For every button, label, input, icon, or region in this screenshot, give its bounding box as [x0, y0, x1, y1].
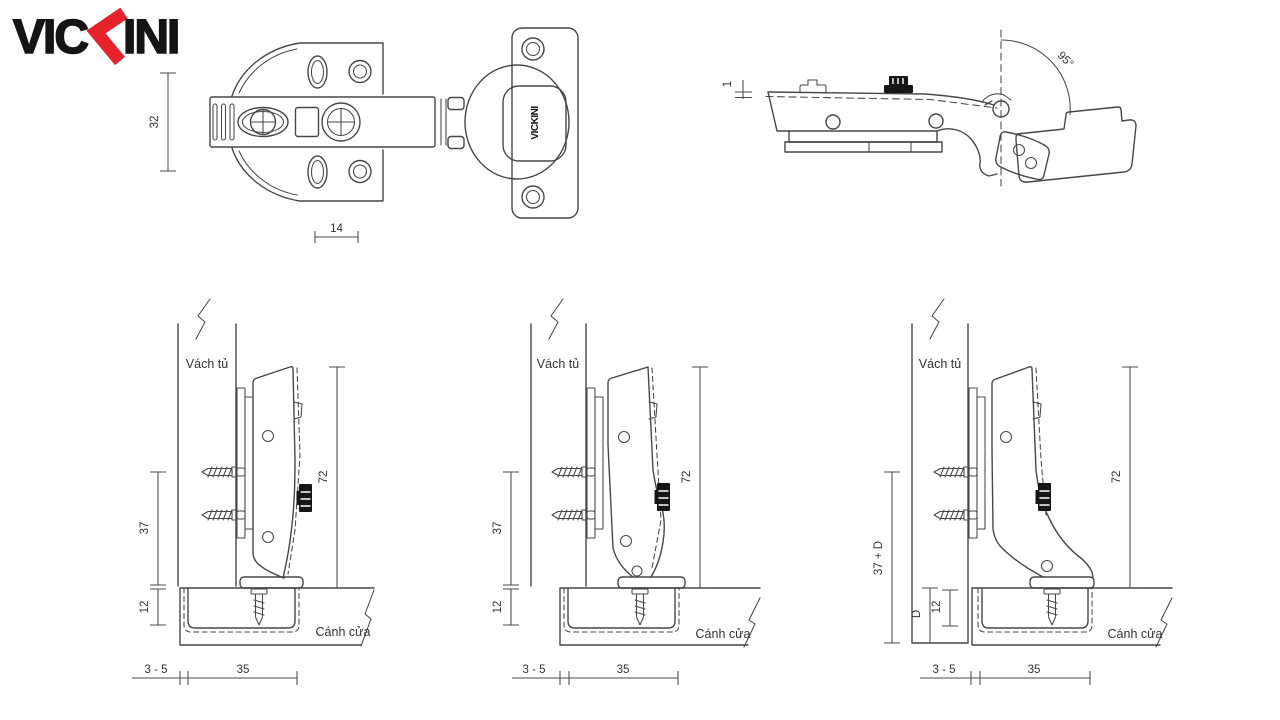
dim-72-label: 72 — [681, 471, 693, 484]
dim-screw-distance: 37 + D — [873, 471, 900, 644]
dim-plate-pitch: 32 — [149, 72, 176, 172]
dim-cup-depth: 12 — [139, 588, 166, 626]
logo-k-mark — [86, 7, 128, 66]
hinge-cup-section — [977, 587, 1093, 633]
dim-37-label: 37 — [492, 522, 504, 535]
mounting-plate-section — [968, 387, 986, 539]
door-panel-section: Cánh cửa — [971, 587, 1173, 648]
hinge-body-side — [765, 76, 1012, 177]
dim-35-label: 35 — [617, 664, 630, 676]
height-adjust-screw — [295, 483, 313, 513]
cup-screw — [631, 588, 649, 626]
logo-text-pre: VIC — [12, 11, 90, 65]
open-door-panel — [1015, 106, 1137, 183]
dim-cup-depth: 12 — [492, 588, 519, 626]
wall-screw — [551, 509, 596, 521]
dim-14-label: 14 — [330, 223, 343, 235]
hinge-arm-section — [991, 366, 1095, 589]
hinge-cup: VICKINI — [464, 27, 579, 219]
door-panel-section: Cánh cửa — [179, 587, 375, 647]
top-view: VICKINI 32 14 — [149, 27, 579, 243]
wall-label: Vách tủ — [919, 357, 961, 371]
wall-screw — [201, 509, 246, 521]
cup-screw — [250, 588, 268, 626]
door-label: Cánh cửa — [696, 627, 751, 641]
dim-12-label: 12 — [139, 601, 151, 614]
hinge-arm — [209, 96, 465, 150]
mounting-plate-section — [586, 387, 604, 539]
dim-cup-depth: 12 — [931, 589, 958, 627]
dim-12-label: 12 — [931, 601, 943, 614]
dim-arm-offset: 14 — [314, 223, 359, 243]
height-adjust-screw — [1034, 482, 1052, 512]
wall-screw — [201, 466, 246, 478]
cabinet-wall-panel: Vách tủ — [911, 298, 969, 644]
door-panel-section: Cánh cửa — [559, 587, 761, 648]
adjusting-screw-side — [884, 76, 913, 93]
hinge-cup-section — [563, 587, 680, 633]
dim-gap-label: 3 - 5 — [144, 664, 167, 676]
door-bracket-side — [995, 131, 1050, 181]
angle-95-label: 95° — [1055, 49, 1076, 70]
cup-stamp-text: VICKINI — [530, 106, 541, 140]
hinge-cup-section — [183, 587, 300, 633]
dim-inset-depth: D — [911, 587, 938, 644]
dim-hinge-length: 72 — [1111, 366, 1138, 589]
opening-angle: 95° — [1000, 39, 1076, 116]
wall-screw — [933, 466, 978, 478]
dim-bottom: 3 - 5 35 — [512, 664, 679, 685]
cup-screw — [1043, 588, 1061, 626]
wall-label: Vách tủ — [186, 357, 228, 371]
side-view: 95° 1 — [722, 29, 1137, 187]
hinge-arm-section — [607, 366, 686, 589]
dim-37-label: 37 — [139, 522, 151, 535]
cabinet-wall-panel: Vách tủ — [177, 298, 237, 587]
dim-72-label: 72 — [1111, 471, 1123, 484]
dim-bottom: 3 - 5 35 — [132, 664, 298, 685]
hinge-arm-section — [239, 366, 313, 589]
wall-label: Vách tủ — [537, 357, 579, 371]
wall-screw — [551, 466, 596, 478]
door-label: Cánh cửa — [316, 625, 371, 639]
diagram-inset: Vách tủ Cánh cửa — [873, 298, 1173, 685]
dim-door-gap: 1 — [722, 80, 752, 99]
dim-bottom: 3 - 5 35 — [920, 664, 1091, 685]
dim-32-label: 32 — [149, 116, 161, 129]
dim-gap-label: 3 - 5 — [522, 664, 545, 676]
dim-hinge-length: 72 — [318, 366, 345, 589]
dim-35-label: 35 — [237, 664, 250, 676]
dim-12-label: 12 — [492, 601, 504, 614]
door-label: Cánh cửa — [1108, 627, 1163, 641]
wall-screw — [933, 509, 978, 521]
diagram-full-overlay: Vách tủ Cánh cửa 37 — [132, 298, 375, 685]
dim-72-label: 72 — [318, 471, 330, 484]
dim-gap-label: 3 - 5 — [932, 664, 955, 676]
diagram-half-overlay: Vách tủ Cánh cửa — [492, 298, 761, 685]
mounting-plate — [231, 42, 384, 202]
dim-hinge-length: 72 — [681, 366, 708, 589]
dim-37d-label: 37 + D — [873, 541, 885, 575]
dim-35-label: 35 — [1028, 664, 1041, 676]
logo-text-post: INI — [122, 11, 181, 65]
dim-1-label: 1 — [722, 81, 734, 87]
dim-screw-distance: 37 — [139, 471, 166, 586]
vickini-logo: VIC INI — [12, 7, 181, 66]
dim-screw-distance: 37 — [492, 471, 519, 586]
dim-d-label: D — [911, 610, 923, 618]
cabinet-wall-panel: Vách tủ — [530, 298, 587, 587]
